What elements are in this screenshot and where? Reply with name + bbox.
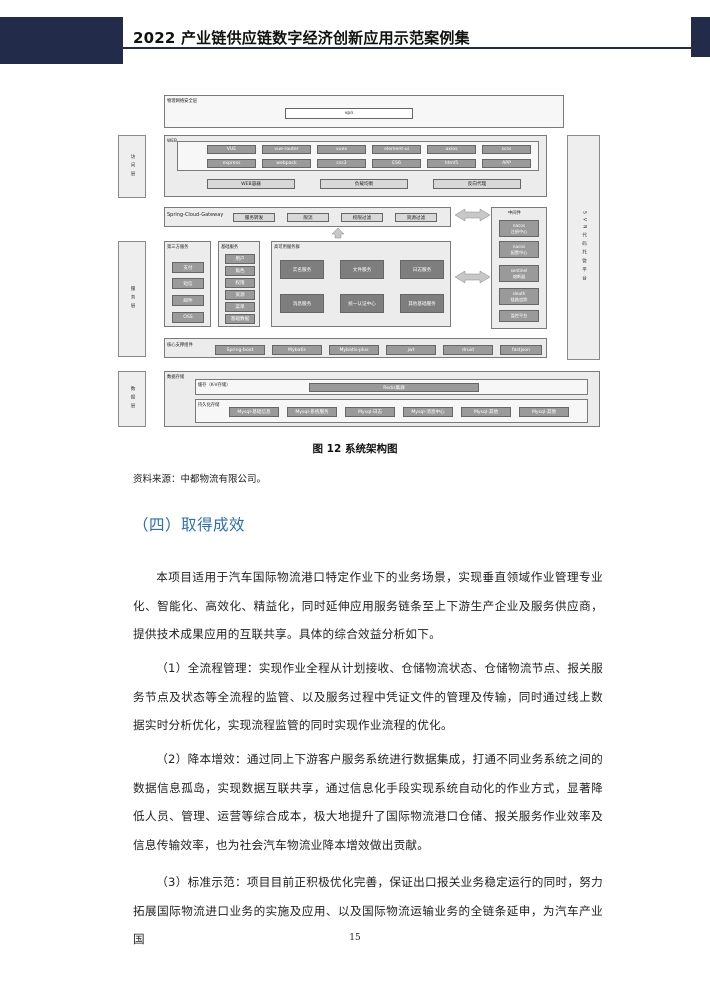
- physical-layer-label: 物理网络安全层: [167, 99, 198, 104]
- ha-cluster-label: 高可用服务群: [274, 245, 300, 250]
- ha-chip-other: 其他基础服务: [400, 294, 444, 313]
- persistent-storage: 持久化存储 Mysql-基础信息 Mysql-系统服务 Mysql-日志 Mys…: [195, 399, 588, 423]
- page-number: 15: [349, 933, 361, 943]
- web-chip-html5: html5: [427, 159, 476, 168]
- web-chip-app: APP: [482, 159, 531, 168]
- web-chip-webpack: webpack: [262, 159, 311, 168]
- web-layer-label: WEB: [167, 139, 177, 144]
- third-party-chip-mail: 邮件: [172, 295, 204, 306]
- base-chip-permission: 权限: [225, 278, 255, 288]
- third-party-chip-sms: 短信: [172, 278, 204, 289]
- ha-service-cluster: 高可用服务群 实名服务 文件服务 日志服务 消息服务 统一认证中心 其他基础服务: [271, 241, 451, 327]
- side-label-data: 数据层: [118, 371, 146, 427]
- web-container-chip: WEB容器: [207, 179, 295, 189]
- gateway-chip-resource: 资源过滤: [395, 213, 437, 222]
- core-chip-fastjson: fastjson: [500, 345, 542, 355]
- header-decor-left: [0, 17, 123, 64]
- web-chip-vue-router: vue-router: [262, 145, 311, 154]
- core-components: 核心支撑组件 Spring-boot Mybatis Mybatis-plus …: [164, 338, 547, 358]
- core-chip-jwt: jwt: [386, 345, 436, 355]
- web-chip-express: express: [207, 159, 256, 168]
- cache-label: 缓存（K-V存储）: [198, 383, 231, 388]
- ha-chip-auth-center: 统一认证中心: [340, 294, 384, 313]
- base-service-label: 基础服务: [221, 245, 239, 250]
- gateway-chip-ratelimit: 限流: [287, 213, 329, 222]
- physical-security-layer: 物理网络安全层 vpn: [164, 95, 564, 128]
- ha-chip-file: 文件服务: [340, 260, 384, 279]
- web-chip-css3: css3: [317, 159, 366, 168]
- section-title: （四）取得成效: [133, 516, 246, 534]
- mysql-chip-other-1: Mysql-其他: [461, 407, 511, 417]
- base-chip-role: 角色: [225, 266, 255, 276]
- third-party-services: 第三方服务 支付 短信 邮件 OSS: [164, 241, 211, 327]
- paragraph-intro: 本项目适用于汽车国际物流港口特定作业下的业务场景，实现垂直领域作业管理专业化、智…: [133, 570, 603, 641]
- web-layer: WEB VUE vue-router vuex element-ui axios…: [164, 135, 547, 197]
- load-balancer-chip: 负载均衡: [320, 179, 408, 189]
- core-chip-springboot: Spring-boot: [215, 345, 265, 355]
- paragraph-full-process: （1）全流程管理：实现作业全程从计划接收、仓储物流状态、仓储物流节点、报关服务节…: [133, 661, 603, 732]
- base-chip-menu: 菜单: [225, 302, 255, 312]
- core-label: 核心支撑组件: [167, 343, 193, 348]
- base-services: 基础服务 用户 角色 权限 资源 菜单 基础数据: [218, 241, 260, 327]
- header-decor-right: [691, 17, 710, 57]
- mysql-chip-log: Mysql-日志: [345, 407, 395, 417]
- mysql-chip-message: Mysql-消息中心: [403, 407, 453, 417]
- base-chip-basedata: 基础数据: [225, 314, 255, 324]
- header-rule: [123, 47, 691, 49]
- third-party-chip-pay: 支付: [172, 262, 204, 273]
- middleware-label: 中间件: [508, 211, 521, 216]
- header-title: 2022 产业链供应链数字经济创新应用示范案例集: [133, 29, 470, 47]
- mysql-chip-system: Mysql-系统服务: [287, 407, 337, 417]
- vpn-chip: vpn: [285, 108, 413, 119]
- gateway-chip-forward: 服务转发: [233, 213, 275, 222]
- middleware-chip-monitor: 监控平台: [499, 310, 539, 322]
- base-chip-user: 用户: [225, 254, 255, 264]
- web-chip-axios: axios: [427, 145, 476, 154]
- gateway-label: Spring-Cloud-Gateway: [167, 212, 224, 218]
- paragraph-cost-efficiency: （2）降本增效：通过同上下游客户服务系统进行数据集成，打通不同业务系统之间的数据…: [133, 752, 603, 852]
- reverse-proxy-chip: 反向代理: [433, 179, 521, 189]
- paragraph-standard-demo: （3）标准示范：项目目前正积极优化完善，保证出口报关业务稳定运行的同时，努力拓展…: [133, 875, 603, 946]
- ha-chip-message: 消息服务: [280, 294, 324, 313]
- persist-label: 持久化存储: [198, 403, 220, 408]
- web-chip-vuex: vuex: [317, 145, 366, 154]
- gateway-layer: Spring-Cloud-Gateway 服务转发 限流 权限过滤 资源过滤: [164, 207, 451, 227]
- side-label-service: 服务层: [118, 241, 146, 357]
- data-storage: 数据存储 缓存（K-V存储） Redis集群 持久化存储 Mysql-基础信息 …: [164, 371, 600, 427]
- mysql-chip-other-2: Mysql-其他: [519, 407, 569, 417]
- figure-caption: 图 12 系统架构图: [312, 443, 398, 455]
- ha-chip-realname: 实名服务: [280, 260, 324, 279]
- web-chip-vue: VUE: [207, 145, 256, 154]
- core-chip-druid: druid: [443, 345, 493, 355]
- third-party-label: 第三方服务: [167, 245, 189, 250]
- svn-platform: SVN代码托管平台: [567, 135, 600, 360]
- web-chip-scss: scss: [482, 145, 531, 154]
- third-party-chip-oss: OSS: [172, 312, 204, 323]
- web-chip-es6: ES6: [372, 159, 421, 168]
- redis-cluster-chip: Redis集群: [309, 383, 479, 392]
- mysql-chip-base: Mysql-基础信息: [229, 407, 279, 417]
- side-label-access: 访问层: [118, 135, 146, 198]
- base-chip-resource: 资源: [225, 290, 255, 300]
- gateway-chip-auth: 权限过滤: [341, 213, 383, 222]
- figure-source: 资料来源：中都物流有限公司。: [133, 474, 267, 485]
- cache-kv-store: 缓存（K-V存储） Redis集群: [195, 379, 588, 395]
- web-chip-element-ui: element-ui: [372, 145, 421, 154]
- architecture-diagram: 访问层 服务层 数据层 SVN代码托管平台 物理网络安全层 vpn WEB VU…: [118, 95, 600, 427]
- ha-chip-log: 日志服务: [400, 260, 444, 279]
- data-storage-label: 数据存储: [167, 375, 185, 380]
- diagram-arrows: [331, 208, 491, 284]
- core-chip-mybatis: Mybatis: [272, 345, 322, 355]
- core-chip-mybatis-plus: Mybatis-plus: [329, 345, 379, 355]
